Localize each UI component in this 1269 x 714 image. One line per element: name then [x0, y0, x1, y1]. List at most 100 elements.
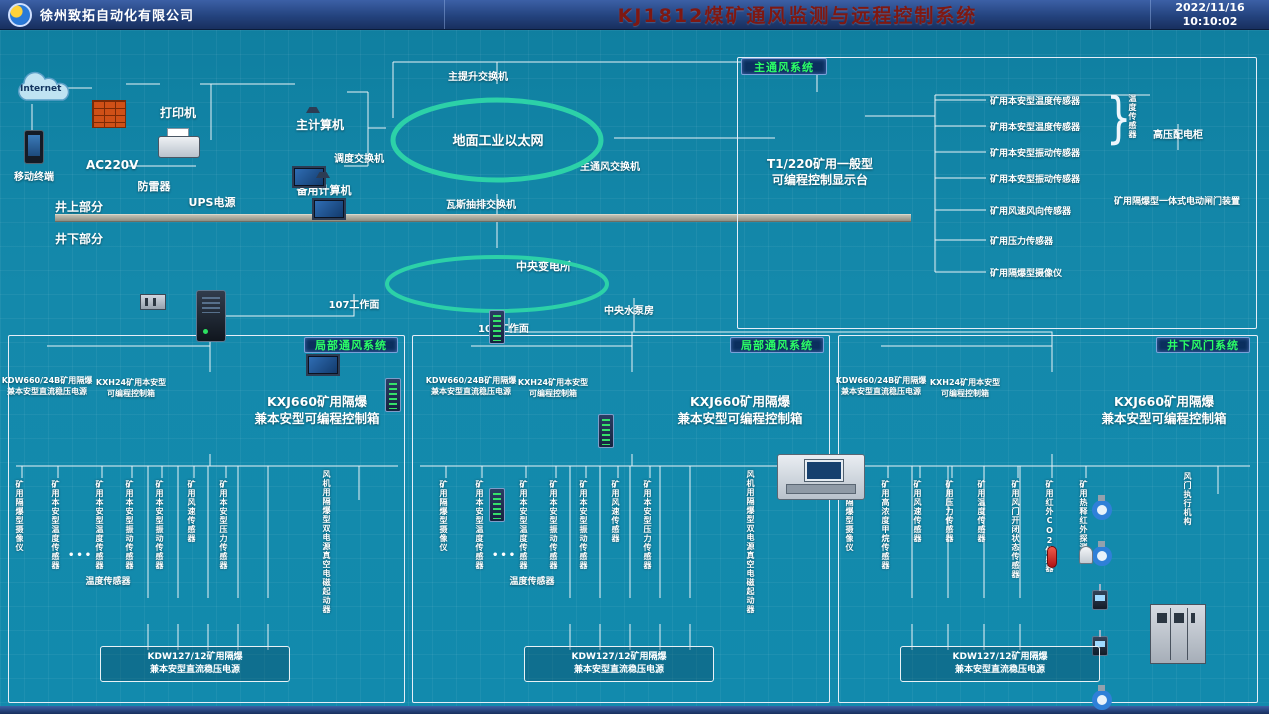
ups-icon[interactable]: [196, 290, 226, 342]
psu-label-line1: KDW660/24B矿用隔爆: [835, 376, 927, 385]
ac-power-label: AC220V: [86, 158, 139, 172]
co2-sensor-icon[interactable]: [1047, 546, 1057, 568]
sensor-label: 矿用本安型温度传感器: [95, 480, 104, 570]
header-datetime: 2022/11/16 10:10:02: [1151, 0, 1269, 29]
vent-sensor-row-label: 矿用本安型温度传感器: [990, 97, 1081, 107]
kdw127-line1: KDW127/12矿用隔爆: [952, 651, 1048, 662]
sensor-label: 矿用温度传感器: [977, 480, 986, 543]
sensor-label: 矿用本安型振动传感器: [155, 480, 164, 570]
sensor-label: 矿用本安型温度传感器: [519, 480, 528, 570]
wind-speed-direction-sensor-icon[interactable]: [1092, 685, 1112, 710]
kxj660-label: KXJ660矿用隔爆 兼本安型可编程控制箱: [660, 394, 820, 428]
kdw127-line1: KDW127/12矿用隔爆: [147, 651, 243, 662]
infrared-detector-icon[interactable]: [1079, 546, 1093, 564]
mobile-terminal-label: 移动终端: [14, 172, 54, 183]
bottom-chrome-bar: [0, 706, 1269, 714]
main-vent-switch-label: 主通风交换机: [580, 162, 640, 173]
sensor-label: 矿用本安型温度传感器: [51, 480, 60, 570]
fan-starter-label: 风机用隔爆型双电源真空电磁起动器: [322, 470, 331, 614]
door-actuator-label: 风门执行机构: [1183, 472, 1192, 526]
kxj-label-line1: KXJ660矿用隔爆: [266, 394, 368, 409]
main-ventilation-badge[interactable]: 主通风系统: [741, 58, 827, 75]
internet-cloud-icon[interactable]: [12, 70, 70, 108]
below-ground-label: 井下部分: [55, 232, 104, 246]
vent-sensor-row-label: 矿用隔爆型摄像仪: [990, 269, 1063, 279]
temperature-group-label: 温度传感器: [1128, 94, 1137, 139]
internet-label: Internet: [20, 84, 62, 94]
local-vent-badge-1[interactable]: 局部通风系统: [304, 337, 398, 353]
time-text: 10:10:02: [1182, 14, 1238, 28]
sensor-label: 矿用本安型温度传感器: [475, 480, 484, 570]
kdw127-power-label-box: KDW127/12矿用隔爆 兼本安型直流稳压电源: [524, 646, 714, 682]
temperature-sensor-icon[interactable]: [1092, 495, 1112, 520]
backup-monitor-stand: [316, 172, 330, 178]
sensor-label: 矿用本安型压力传感器: [219, 480, 228, 570]
header-left: 徐州致拓自动化有限公司: [0, 0, 445, 29]
kxj-label-line1: KXJ660矿用隔爆: [689, 394, 791, 409]
kdw127-line2: 兼本安型直流稳压电源: [573, 665, 664, 675]
dispatch-switch-icon[interactable]: [385, 378, 401, 412]
ellipsis-more-sensors: •••: [68, 550, 94, 561]
kxj660-label: KXJ660矿用隔爆 兼本安型可编程控制箱: [1080, 394, 1248, 428]
underground-ring: [385, 255, 609, 313]
vibration-sensor-icon[interactable]: [1092, 584, 1108, 610]
sensor-label: 矿用本安型振动传感器: [579, 480, 588, 570]
main-ventilation-panel: [737, 57, 1257, 329]
local-vent-badge-2[interactable]: 局部通风系统: [730, 337, 824, 353]
programmable-console-icon[interactable]: [777, 454, 865, 500]
surface-ethernet-ring: [390, 97, 604, 183]
sensor-label: 矿用本安型振动传感器: [549, 480, 558, 570]
control-box-label: KXH24矿用本安型 可编程控制箱: [516, 378, 590, 400]
sensor-label: 矿用压力传感器: [945, 480, 954, 543]
kdw127-line1: KDW127/12矿用隔爆: [571, 651, 667, 662]
local-vent-panel-2: [412, 335, 830, 703]
kdw127-line2: 兼本安型直流稳压电源: [954, 665, 1045, 675]
ctrl-label-line2: 可编程控制箱: [107, 388, 155, 398]
sensor-label: 矿用高浓度甲烷传感器: [881, 480, 890, 570]
page-title: KJ1812煤矿通风监测与远程控制系统: [617, 5, 978, 27]
kdw127-line2: 兼本安型直流稳压电源: [149, 665, 240, 675]
ups-label: UPS电源: [188, 196, 236, 209]
kxj660-label: KXJ660矿用隔爆 兼本安型可编程控制箱: [238, 394, 396, 428]
sensor-label: 矿用红外CO2传感器: [1045, 480, 1054, 573]
air-door-panel: [838, 335, 1258, 703]
backup-computer-icon[interactable]: [306, 354, 340, 376]
hoist-switch-label: 主提升交换机: [448, 72, 508, 83]
company-logo-icon: [8, 2, 32, 27]
kxj-label-line2: 兼本安型可编程控制箱: [677, 410, 803, 426]
header-bar: 徐州致拓自动化有限公司 KJ1812煤矿通风监测与远程控制系统 2022/11/…: [0, 0, 1269, 30]
sensor-label: 矿用风门开闭状态传感器: [1011, 480, 1020, 579]
kxj-label-line1: KXJ660矿用隔爆: [1113, 394, 1215, 409]
firewall-icon[interactable]: [92, 100, 126, 128]
programmable-console-label: T1/220矿用一般型 可编程控制显示台: [752, 156, 888, 188]
ctrl-label-line1: KXH24矿用本安型: [95, 378, 167, 387]
hoist-switch-icon[interactable]: [489, 310, 505, 344]
gas-drainage-switch-icon[interactable]: [489, 488, 505, 522]
kxj-label-line2: 兼本安型可编程控制箱: [254, 410, 380, 426]
air-door-badge[interactable]: 井下风门系统: [1156, 337, 1250, 353]
vent-sensor-row-label: 矿用风速风向传感器: [990, 207, 1072, 217]
header-center: KJ1812煤矿通风监测与远程控制系统: [445, 0, 1151, 29]
mobile-terminal-icon[interactable]: [24, 130, 44, 164]
lightning-arrester-label: 防雷器: [137, 180, 171, 193]
vibration-sensor-icon[interactable]: [1092, 630, 1108, 656]
sensor-label: 矿用风速传感器: [913, 480, 922, 543]
main-vent-switch-icon[interactable]: [598, 414, 614, 448]
psu-label-line1: KDW660/24B矿用隔爆: [1, 376, 93, 385]
ctrl-label-line2: 可编程控制箱: [941, 388, 989, 398]
lightning-arrester-icon[interactable]: [140, 294, 166, 310]
surface-ring-label: 地面工业以太网: [452, 134, 544, 149]
main-computer-second-monitor-icon[interactable]: [312, 198, 346, 220]
psu-label-line1: KDW660/24B矿用隔爆: [425, 376, 517, 385]
psu-label-line2: 兼本安型直流稳压电源: [431, 386, 511, 396]
temperature-sensor-icon[interactable]: [1092, 541, 1112, 566]
monitor-stand: [306, 107, 320, 113]
psu-label-line2: 兼本安型直流稳压电源: [7, 386, 87, 396]
ctrl-label-line1: KXH24矿用本安型: [929, 378, 1001, 387]
printer-icon[interactable]: [158, 128, 200, 158]
hv-distribution-cabinet-icon[interactable]: [1150, 604, 1206, 664]
temperature-group-label: 温度传感器: [85, 577, 131, 587]
vent-sensor-row-label: 矿用本安型振动传感器: [990, 175, 1081, 185]
sensor-label: 矿用隔爆型摄像仪: [439, 480, 448, 552]
